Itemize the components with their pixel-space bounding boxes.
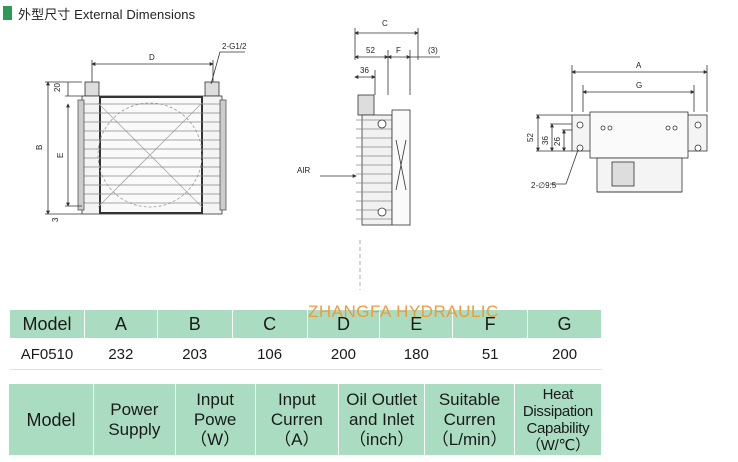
front-label-port: 2-G1/2	[222, 42, 247, 51]
specs-header-row: Model Power Supply Input Powe （W） Input …	[9, 384, 601, 455]
section-marker	[3, 6, 12, 20]
dim-header-model: Model	[9, 309, 85, 339]
technical-drawings: D 2-G1/2 20 B E 3	[35, 19, 708, 290]
dim-header-a: A	[83, 309, 158, 339]
side-label-air: AIR	[297, 166, 311, 175]
side-label-52: 52	[366, 46, 375, 55]
side-label-paren3: (3)	[428, 46, 438, 55]
front-label-d: D	[149, 53, 155, 62]
dim-header-c: C	[231, 309, 308, 339]
dim-cell-g: 200	[527, 338, 602, 370]
side-view-drawing	[320, 28, 440, 290]
dim-header-g: G	[527, 309, 602, 339]
dim-cell-f: 51	[452, 338, 528, 370]
section-title: 外型尺寸 External Dimensions	[18, 6, 196, 22]
spec-header-oil-outlet: Oil Outlet and Inlet （inch）	[338, 384, 426, 455]
dim-header-d: D	[306, 309, 381, 339]
top-label-holes: 2-∅9.5	[531, 181, 557, 190]
side-label-36: 36	[360, 66, 369, 75]
front-label-bottom: 3	[51, 217, 60, 222]
table-row: AF0510 232 203 106 200 180 51 200	[9, 338, 602, 370]
dim-cell-model: AF0510	[9, 338, 85, 370]
spec-header-input-current: Input Curren （A）	[255, 384, 340, 455]
dim-cell-e: 180	[379, 338, 453, 370]
side-label-f: F	[396, 46, 401, 55]
top-label-36: 36	[541, 136, 550, 145]
dim-cell-a: 232	[84, 338, 158, 370]
top-view-drawing	[536, 65, 708, 193]
spec-header-model: Model	[9, 384, 95, 455]
spec-header-suitable-current: Suitable Curren （L/min）	[424, 384, 515, 455]
dim-header-f: F	[452, 309, 529, 339]
top-label-g: G	[636, 81, 642, 90]
spec-header-heat-dissipation: Heat Dissipation Capability （W/℃）	[514, 384, 601, 455]
top-label-a: A	[636, 61, 642, 70]
dim-header-e: E	[379, 309, 454, 339]
spec-header-input-power: Input Powe （W）	[175, 384, 256, 455]
dimensions-table: Model A B C D E F G AF0510 232 203 106 2…	[9, 309, 602, 370]
front-label-b: B	[35, 145, 44, 150]
watermark: ZHANGFA HYDRAULIC	[308, 302, 499, 321]
section-heading: 外型尺寸 External Dimensions	[3, 4, 195, 22]
dim-cell-c: 106	[232, 338, 308, 370]
dimensions-header-row: Model A B C D E F G	[9, 309, 602, 339]
dim-header-b: B	[156, 309, 233, 339]
front-label-top: 20	[53, 83, 62, 92]
specs-table: Model Power Supply Input Powe （W） Input …	[9, 384, 601, 455]
dim-cell-d: 200	[307, 338, 380, 370]
top-label-26: 26	[553, 137, 562, 146]
dim-cell-b: 203	[157, 338, 233, 370]
front-view-drawing	[45, 51, 245, 215]
side-label-c: C	[382, 19, 388, 28]
front-label-e: E	[56, 153, 65, 158]
top-label-52: 52	[526, 133, 535, 142]
spec-header-power-supply: Power Supply	[93, 384, 176, 455]
